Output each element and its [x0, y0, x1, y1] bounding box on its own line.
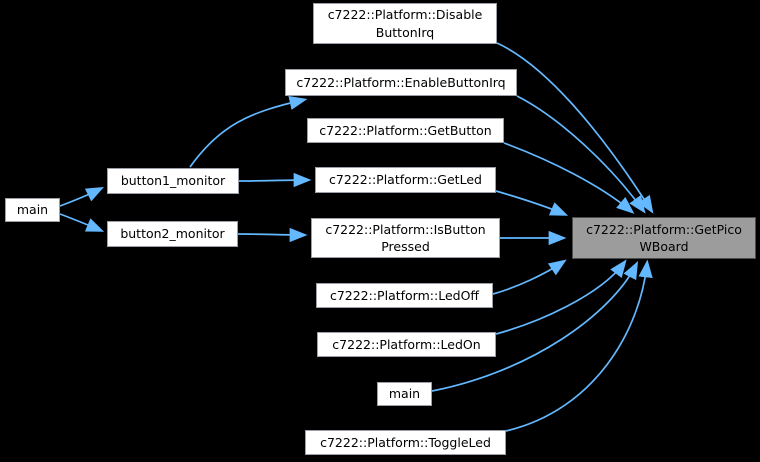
node-label: main — [16, 202, 49, 218]
node-enable-button-irq[interactable]: c7222::Platform::EnableButtonIrq — [285, 69, 517, 96]
node-main[interactable]: main — [377, 382, 432, 406]
node-label-line1: c7222::Platform::Disable — [327, 7, 483, 23]
node-led-off[interactable]: c7222::Platform::LedOff — [316, 283, 493, 308]
node-get-button[interactable]: c7222::Platform::GetButton — [307, 118, 504, 143]
edge-main-mid-to-getpicowboard — [431, 261, 639, 392]
node-label: c7222::Platform::GetButton — [319, 122, 492, 138]
edge-enablebuttonirq-to-getpicowboard — [516, 95, 646, 214]
edge-button1-to-getled — [238, 172, 312, 188]
node-label: button2_monitor — [120, 226, 225, 242]
node-label: c7222::Platform::LedOn — [332, 336, 481, 352]
edge-getbutton-to-getpicowboard — [503, 142, 635, 214]
node-label: button1_monitor — [120, 173, 226, 189]
node-toggle-led[interactable]: c7222::Platform::ToggleLed — [305, 430, 506, 455]
node-label-line2: ButtonIrq — [375, 24, 435, 40]
node-label: c7222::Platform::GetLed — [329, 172, 482, 188]
edge-ledon-to-getpicowboard — [495, 259, 627, 335]
node-label-line1: c7222::Platform::GetPico — [586, 221, 742, 237]
node-led-on[interactable]: c7222::Platform::LedOn — [317, 332, 496, 357]
edge-getled-to-getpicowboard — [495, 190, 569, 216]
edge-disablebuttonirq-to-getpicowboard — [496, 42, 654, 214]
node-button1-monitor[interactable]: button1_monitor — [107, 168, 239, 194]
node-label-line2: WBoard — [639, 239, 689, 254]
edge-main-to-button1 — [59, 187, 104, 207]
node-is-button-pressed[interactable]: c7222::Platform::IsButton Pressed — [311, 218, 500, 258]
node-label-line2: Pressed — [381, 239, 430, 254]
node-label: main — [388, 386, 421, 402]
node-label-line1: c7222::Platform::ToggleLed — [320, 434, 491, 450]
node-label: c7222::Platform::LedOff — [329, 287, 480, 303]
node-disable-button-irq[interactable]: c7222::Platform::Disable ButtonIrq — [313, 3, 497, 44]
edge-ledoff-to-getpicowboard — [492, 259, 567, 295]
edge-main-to-button2 — [59, 213, 105, 232]
edge-button2-to-isbuttonpressed — [237, 227, 308, 243]
edge-button1-to-enablebuttonirq — [189, 95, 308, 168]
node-label-line1: c7222::Platform::IsButton — [325, 221, 486, 237]
node-get-led[interactable]: c7222::Platform::GetLed — [315, 167, 496, 193]
edge-toggleled-to-getpicowboard — [505, 259, 653, 432]
node-main-caller[interactable]: main — [5, 198, 60, 222]
node-label: c7222::Platform::EnableButtonIrq — [296, 74, 506, 90]
node-get-pico-w-board-current: c7222::Platform::GetPico WBoard — [572, 217, 756, 259]
node-button2-monitor[interactable]: button2_monitor — [107, 221, 238, 247]
